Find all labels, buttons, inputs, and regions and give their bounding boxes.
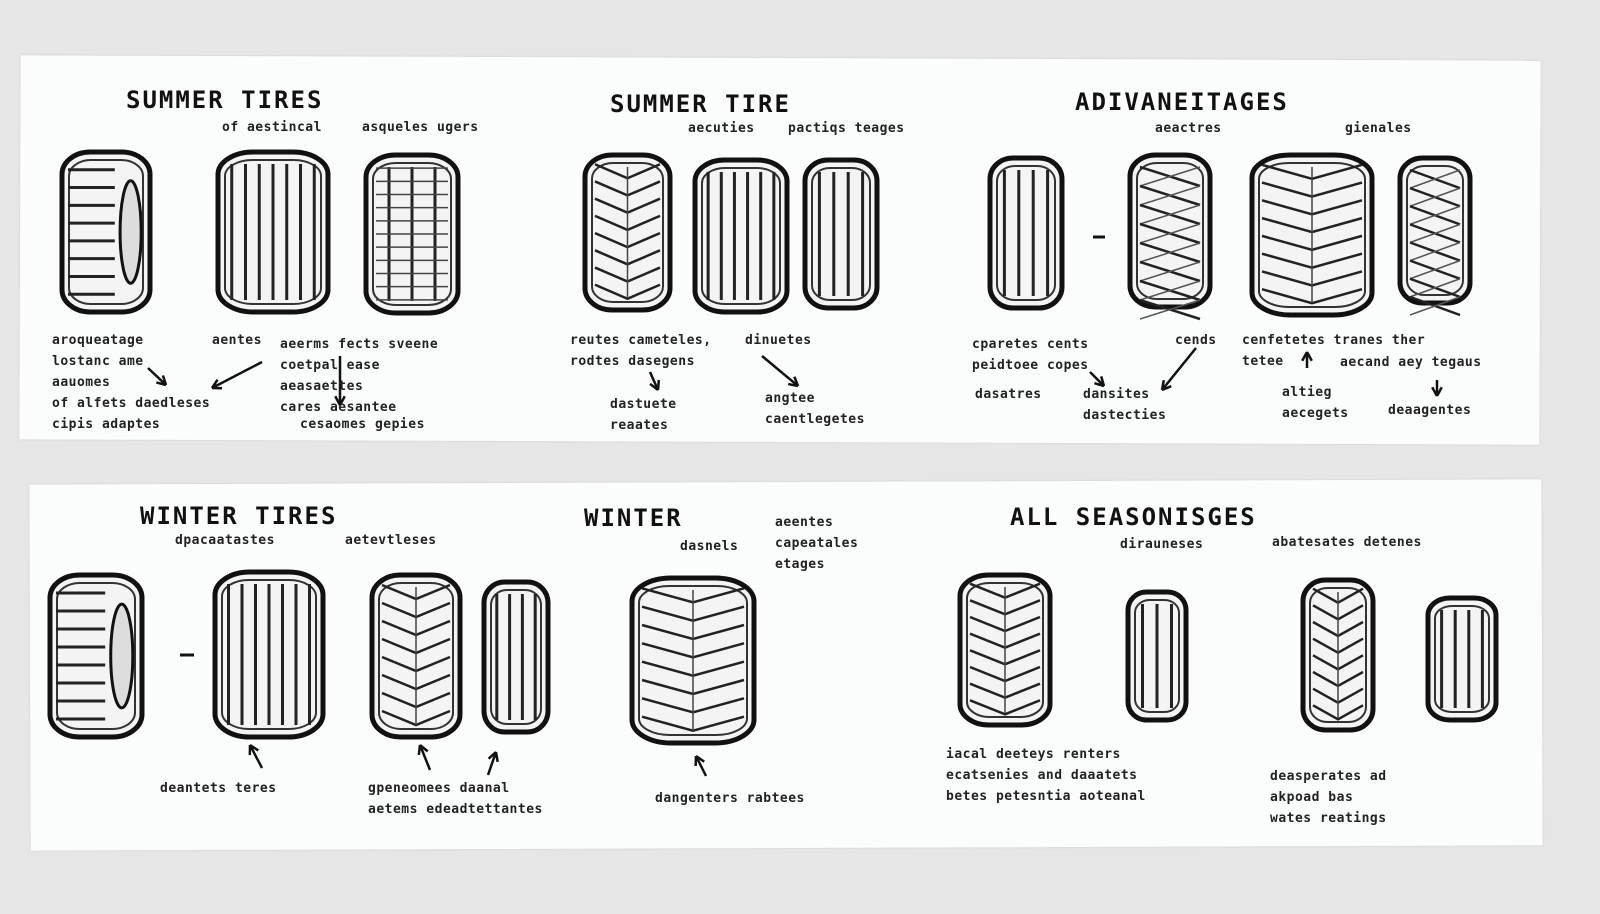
tire-icon [1425, 595, 1499, 723]
heading-advantages: ADIVANEITAGES [1075, 88, 1289, 116]
arrow-icon [1160, 347, 1197, 392]
arrow-icon [147, 367, 168, 387]
subheading: dpacaatastes [175, 533, 275, 548]
note: iacal deeteys renters ecatsenies and daa… [946, 747, 1146, 804]
subheading: pactiqs teages [788, 121, 905, 136]
subheading: aeentes capeatales etages [775, 515, 859, 572]
tire-icon [1397, 155, 1473, 317]
note: deantets teres [160, 781, 277, 796]
tire-icon [369, 572, 463, 740]
subheading: dirauneses [1120, 537, 1204, 552]
subheading: asqueles ugers [362, 120, 479, 135]
note: aecand aey tegaus [1340, 355, 1482, 370]
tire-icon [1125, 589, 1189, 723]
arrow-icon [210, 360, 263, 390]
arrow-icon [648, 371, 661, 391]
note: cparetes cents peidtoee copes [972, 337, 1089, 373]
subheading: aecuties [688, 121, 755, 136]
note: dangenters rabtees [655, 791, 805, 806]
note: dastuete reaates [610, 397, 677, 433]
heading-winter: WINTER [584, 504, 683, 532]
subheading: aeactres [1155, 121, 1222, 136]
subheading: of aestincal [222, 120, 322, 135]
arrow-icon [486, 751, 499, 776]
note: aentes [212, 333, 262, 348]
tire-icon [987, 155, 1065, 311]
tire-icon [582, 152, 673, 313]
tire-icon [1127, 152, 1213, 321]
note: dasatres [975, 387, 1042, 402]
note: cenfetetes tranes ther tetee [1242, 333, 1426, 369]
note: dansites dastecties [1083, 387, 1167, 423]
arrow-icon [761, 355, 800, 388]
note: aroqueatage lostanc ame aauomes of alfet… [52, 333, 211, 432]
arrow-icon [1431, 380, 1443, 397]
arrow-icon [248, 743, 264, 769]
subheading: aetevtleses [345, 533, 437, 548]
arrow-icon [1301, 351, 1313, 368]
tire-icon [692, 157, 790, 315]
heading-summer-tires: SUMMER TIRES [126, 86, 324, 114]
subheading: dasnels [680, 539, 739, 554]
tire-icon [802, 157, 880, 311]
heading-summer-tire: SUMMER TIRE [610, 90, 791, 118]
tire-icon [363, 152, 461, 316]
arrow-icon [1089, 371, 1106, 388]
note: deasperates ad akpoad bas wates reatings [1270, 769, 1387, 826]
tire-icon [481, 579, 551, 735]
note: cends [1175, 333, 1217, 348]
arrow-icon [694, 754, 708, 777]
subheading: abatesates detenes [1272, 535, 1422, 550]
note: reutes cameteles, rodtes dasegens [570, 333, 712, 369]
tire-icon [629, 575, 757, 746]
arrow-icon [334, 356, 346, 406]
note: angtee caentlegetes [765, 391, 865, 427]
subheading: gienales [1345, 121, 1412, 136]
note: gpeneomees daanal aetems edeadtettantes [368, 781, 543, 817]
tire-icon [1249, 152, 1375, 318]
heading-all-seasons: ALL SEASONISGES [1010, 503, 1257, 531]
heading-winter-tires: WINTER TIRES [140, 502, 338, 530]
tire-icon [1300, 577, 1376, 733]
tire-icon [212, 569, 326, 740]
arrow-icon [417, 744, 432, 771]
tire-icon [47, 572, 145, 740]
note: deaagentes [1388, 403, 1472, 418]
tire-icon [215, 149, 331, 315]
note: dinuetes [745, 333, 812, 348]
tire-icon [957, 572, 1053, 728]
note: altieg aecegets [1282, 385, 1349, 421]
note: cesaomes gepies [300, 417, 425, 432]
note: aeerms fects sveene coetpal ease aeasaet… [280, 337, 439, 415]
tire-icon [59, 149, 153, 315]
